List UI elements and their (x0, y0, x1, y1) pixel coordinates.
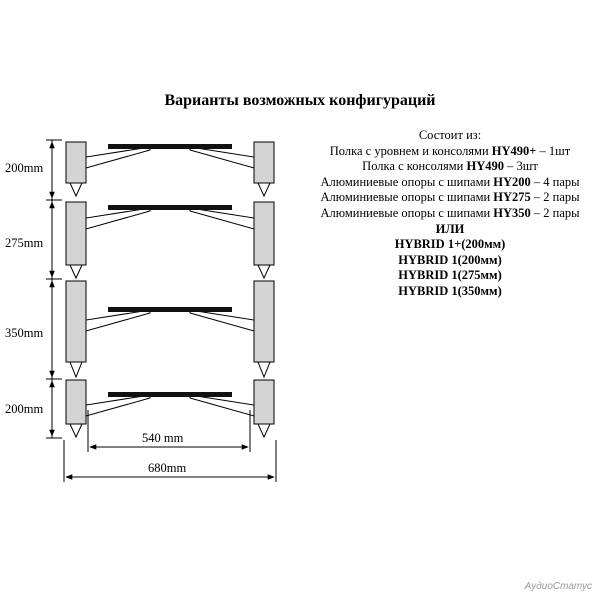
outer-width-label: 680mm (148, 461, 186, 475)
console-arm (85, 146, 151, 169)
shelf (108, 307, 232, 312)
support-leg (253, 379, 275, 425)
console-arm (85, 207, 151, 230)
height-label-1: 200mm (5, 161, 43, 175)
inner-width-label: 540 mm (142, 431, 184, 445)
shelf (108, 205, 232, 210)
console-arm (85, 394, 151, 417)
spike (257, 264, 271, 280)
support-leg (65, 201, 87, 266)
support-leg (253, 141, 275, 184)
hybrid-option: HYBRID 1+(200мм) (394, 237, 506, 252)
support-leg (253, 201, 275, 266)
or-label: ИЛИ (435, 221, 465, 236)
hybrid-option: HYBRID 1(350мм) (398, 283, 502, 298)
height-label-2: 275mm (5, 236, 43, 250)
support-leg (253, 280, 275, 363)
composition-heading: Состоит из: (418, 128, 482, 142)
height-label-4: 200mm (5, 402, 43, 416)
hybrid-option: HYBRID 1(200мм) (398, 252, 502, 267)
spike (69, 182, 83, 198)
spike (257, 361, 271, 379)
height-label-3: 350mm (5, 326, 43, 340)
support-leg (65, 141, 87, 184)
console-arm (189, 309, 255, 332)
watermark: АудиоСтатус (524, 581, 592, 592)
composition-line: Полка с уровнем и консолями HY490+ – 1шт (329, 143, 571, 158)
page-title: Варианты возможных конфигураций (164, 92, 436, 109)
shelf (108, 144, 232, 149)
spike (257, 182, 271, 198)
console-arm (189, 207, 255, 230)
console-arm (85, 309, 151, 332)
composition-line: Алюминиевые опоры с шипами HY200 – 4 пар… (320, 174, 580, 189)
support-leg (65, 379, 87, 425)
spike (257, 423, 271, 439)
console-arm (189, 146, 255, 169)
support-leg (65, 280, 87, 363)
shelf (108, 392, 232, 397)
composition-line: Полка с консолями HY490 – 3шт (362, 159, 538, 174)
composition-list: Состоит из: Полка с уровнем и консолями … (300, 128, 600, 300)
hybrid-option: HYBRID 1(275мм) (398, 268, 502, 283)
spike (69, 423, 83, 439)
composition-line: Алюминиевые опоры с шипами HY350 – 2 пар… (320, 205, 580, 220)
spike (69, 361, 83, 379)
spike (69, 264, 83, 280)
console-arm (189, 394, 255, 417)
composition-line: Алюминиевые опоры с шипами HY275 – 2 пар… (320, 190, 580, 205)
